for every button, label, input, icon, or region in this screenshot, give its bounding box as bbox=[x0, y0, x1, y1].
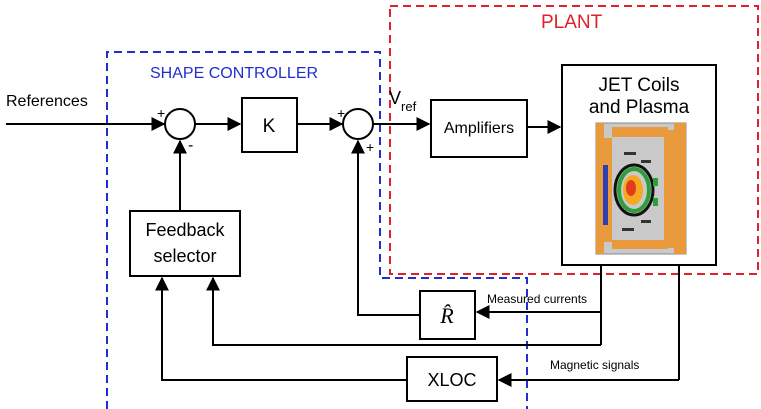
measured-currents-label: Measured currents bbox=[487, 292, 587, 306]
r-hat-to-sum2-arrow bbox=[351, 139, 420, 316]
shape-controller-region bbox=[106, 51, 528, 409]
amplifiers-label: Amplifiers bbox=[444, 120, 514, 137]
xloc-label: XLOC bbox=[427, 370, 476, 390]
sum2-plus-bottom: + bbox=[366, 139, 374, 155]
plant-label: PLANT bbox=[541, 12, 603, 33]
gain-k-label: K bbox=[263, 116, 276, 137]
r-hat-estimator-block bbox=[419, 290, 476, 340]
plant-title-line2: and Plasma bbox=[589, 97, 690, 118]
amplifiers-block bbox=[430, 99, 528, 158]
tokamak-cross-section-icon bbox=[595, 122, 687, 255]
magnetic-signals-label: Magnetic signals bbox=[550, 358, 639, 372]
feedback-selector-block bbox=[129, 210, 241, 277]
xloc-block bbox=[406, 356, 498, 402]
r-hat-label: R̂ bbox=[439, 303, 454, 328]
references-label: References bbox=[6, 93, 88, 110]
summing-junction-1 bbox=[164, 108, 196, 140]
currents-to-feedback-arrow bbox=[206, 276, 601, 346]
feedback-selector-line2: selector bbox=[153, 246, 216, 266]
xloc-to-feedback-arrow bbox=[155, 276, 407, 381]
plant-title-line1: JET Coils bbox=[599, 75, 680, 96]
sum2-plus-top: + bbox=[337, 105, 345, 121]
plant-region bbox=[389, 5, 759, 275]
summing-junction-2 bbox=[342, 108, 374, 140]
sum1-minus-sign: - bbox=[188, 137, 193, 154]
feedback-selector-line1: Feedback bbox=[145, 220, 225, 240]
vref-label: Vref bbox=[389, 88, 417, 114]
sum1-plus-sign: + bbox=[157, 105, 165, 121]
shape-controller-label: SHAPE CONTROLLER bbox=[150, 65, 318, 82]
